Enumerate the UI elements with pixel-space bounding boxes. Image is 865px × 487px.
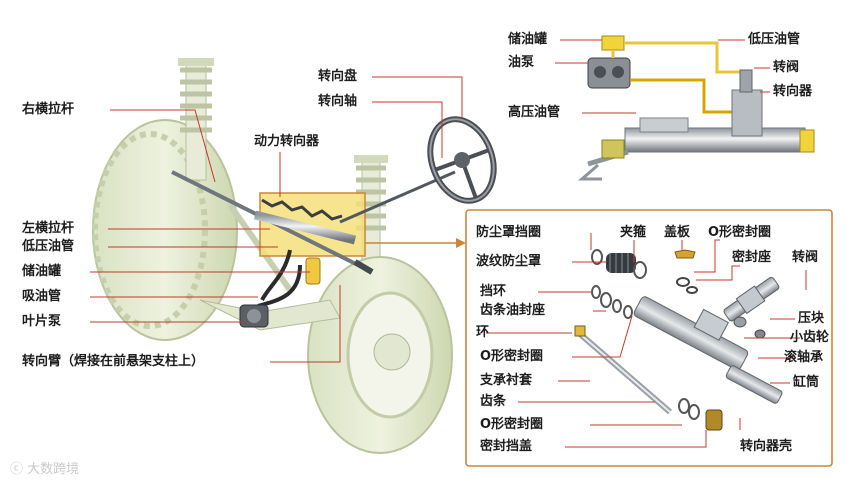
- label-right-tie-rod: 右横拉杆: [22, 102, 75, 117]
- seal-cap-part: [705, 409, 723, 431]
- label-rack: 齿条: [480, 394, 507, 409]
- label-cylinder-tube: 缸筒: [793, 375, 820, 390]
- label-cover-plate: 盖板: [664, 225, 691, 240]
- main-leader-lines: [90, 76, 463, 363]
- left-coil-spring: [180, 67, 212, 133]
- label-steering-arm: 转向臂（焊接在前悬架支柱上）: [22, 354, 205, 369]
- low-pressure-hose: [260, 249, 292, 301]
- label-steering-shaft: 转向轴: [318, 94, 358, 109]
- exploded-parts: [574, 249, 783, 431]
- steering-arm: [353, 259, 374, 275]
- label-gear-housing: 转向器壳: [740, 439, 793, 454]
- main-suspension-illustration: [92, 58, 497, 454]
- connector-arrow: [365, 238, 466, 248]
- label-dust-boot-ring: 防尘罩挡圈: [476, 225, 542, 240]
- label-rack-seal-seat: 齿条油封座: [480, 303, 546, 318]
- suction-hose: [257, 264, 302, 308]
- label-left-tie-rod: 左横拉杆: [22, 221, 75, 236]
- label-high-pressure-line: 高压油管: [508, 105, 561, 120]
- label-power-steering-gear: 动力转向器: [254, 134, 320, 149]
- cylinder-tube-part: [725, 365, 783, 404]
- top-reservoir: [601, 35, 625, 51]
- gear-housing-part: [633, 296, 749, 371]
- label-support-bushing: 支承衬套: [480, 373, 533, 388]
- label-top-steering-gear: 转向器: [773, 84, 813, 99]
- label-low-pressure-hose: 低压油管: [22, 239, 75, 254]
- label-roller-bearing: 滚轴承: [784, 350, 824, 365]
- label-pinion: 小齿轮: [790, 330, 830, 345]
- label-top-pump: 油泵: [508, 55, 535, 70]
- top-high-pressure-line: [630, 78, 744, 114]
- watermark: ⓒ 大数跨境: [10, 458, 79, 477]
- label-top-low-pressure-line: 低压油管: [748, 32, 801, 47]
- label-retaining-ring: 挡环: [480, 284, 507, 299]
- label-steering-wheel: 转向盘: [318, 69, 358, 84]
- reservoir: [305, 257, 321, 285]
- label-o-ring-bottom: O形密封圈: [480, 417, 544, 432]
- label-suction-hose: 吸油管: [22, 289, 62, 304]
- label-o-ring-mid: O形密封圈: [480, 349, 544, 364]
- top-valve-body: [731, 89, 763, 137]
- label-bellows-boot: 波纹防尘罩: [476, 254, 542, 269]
- label-top-rotary-valve: 转阀: [773, 60, 800, 75]
- left-tire-tread: [92, 131, 208, 329]
- label-seal-cap: 密封挡盖: [480, 439, 533, 454]
- label-seal-seat: 密封座: [732, 250, 772, 265]
- label-rotary-valve: 转阀: [792, 250, 819, 265]
- label-pressure-block: 压块: [798, 311, 825, 326]
- watermark-text: 大数跨境: [27, 462, 80, 477]
- top-leader-lines: [555, 39, 770, 114]
- label-top-reservoir: 储油罐: [508, 32, 548, 47]
- exploded-leader-lines: [486, 233, 807, 448]
- watermark-logo-icon: ⓒ: [10, 462, 28, 477]
- rotary-valve-part: [723, 276, 780, 322]
- right-coil-spring: [356, 165, 386, 231]
- top-low-pressure-line: [624, 41, 742, 74]
- vane-pump: [239, 304, 269, 328]
- bellows-boot: [606, 253, 636, 273]
- label-vane-pump: 叶片泵: [22, 314, 62, 329]
- label-reservoir: 储油罐: [22, 264, 62, 279]
- label-o-ring-top: O形密封圈: [708, 225, 772, 240]
- top-pump: [587, 57, 631, 89]
- label-clamp: 夹箍: [620, 225, 647, 240]
- steering-wheel: [427, 116, 497, 204]
- system-overview-diagram: [578, 35, 815, 181]
- label-ring: 环: [476, 325, 490, 340]
